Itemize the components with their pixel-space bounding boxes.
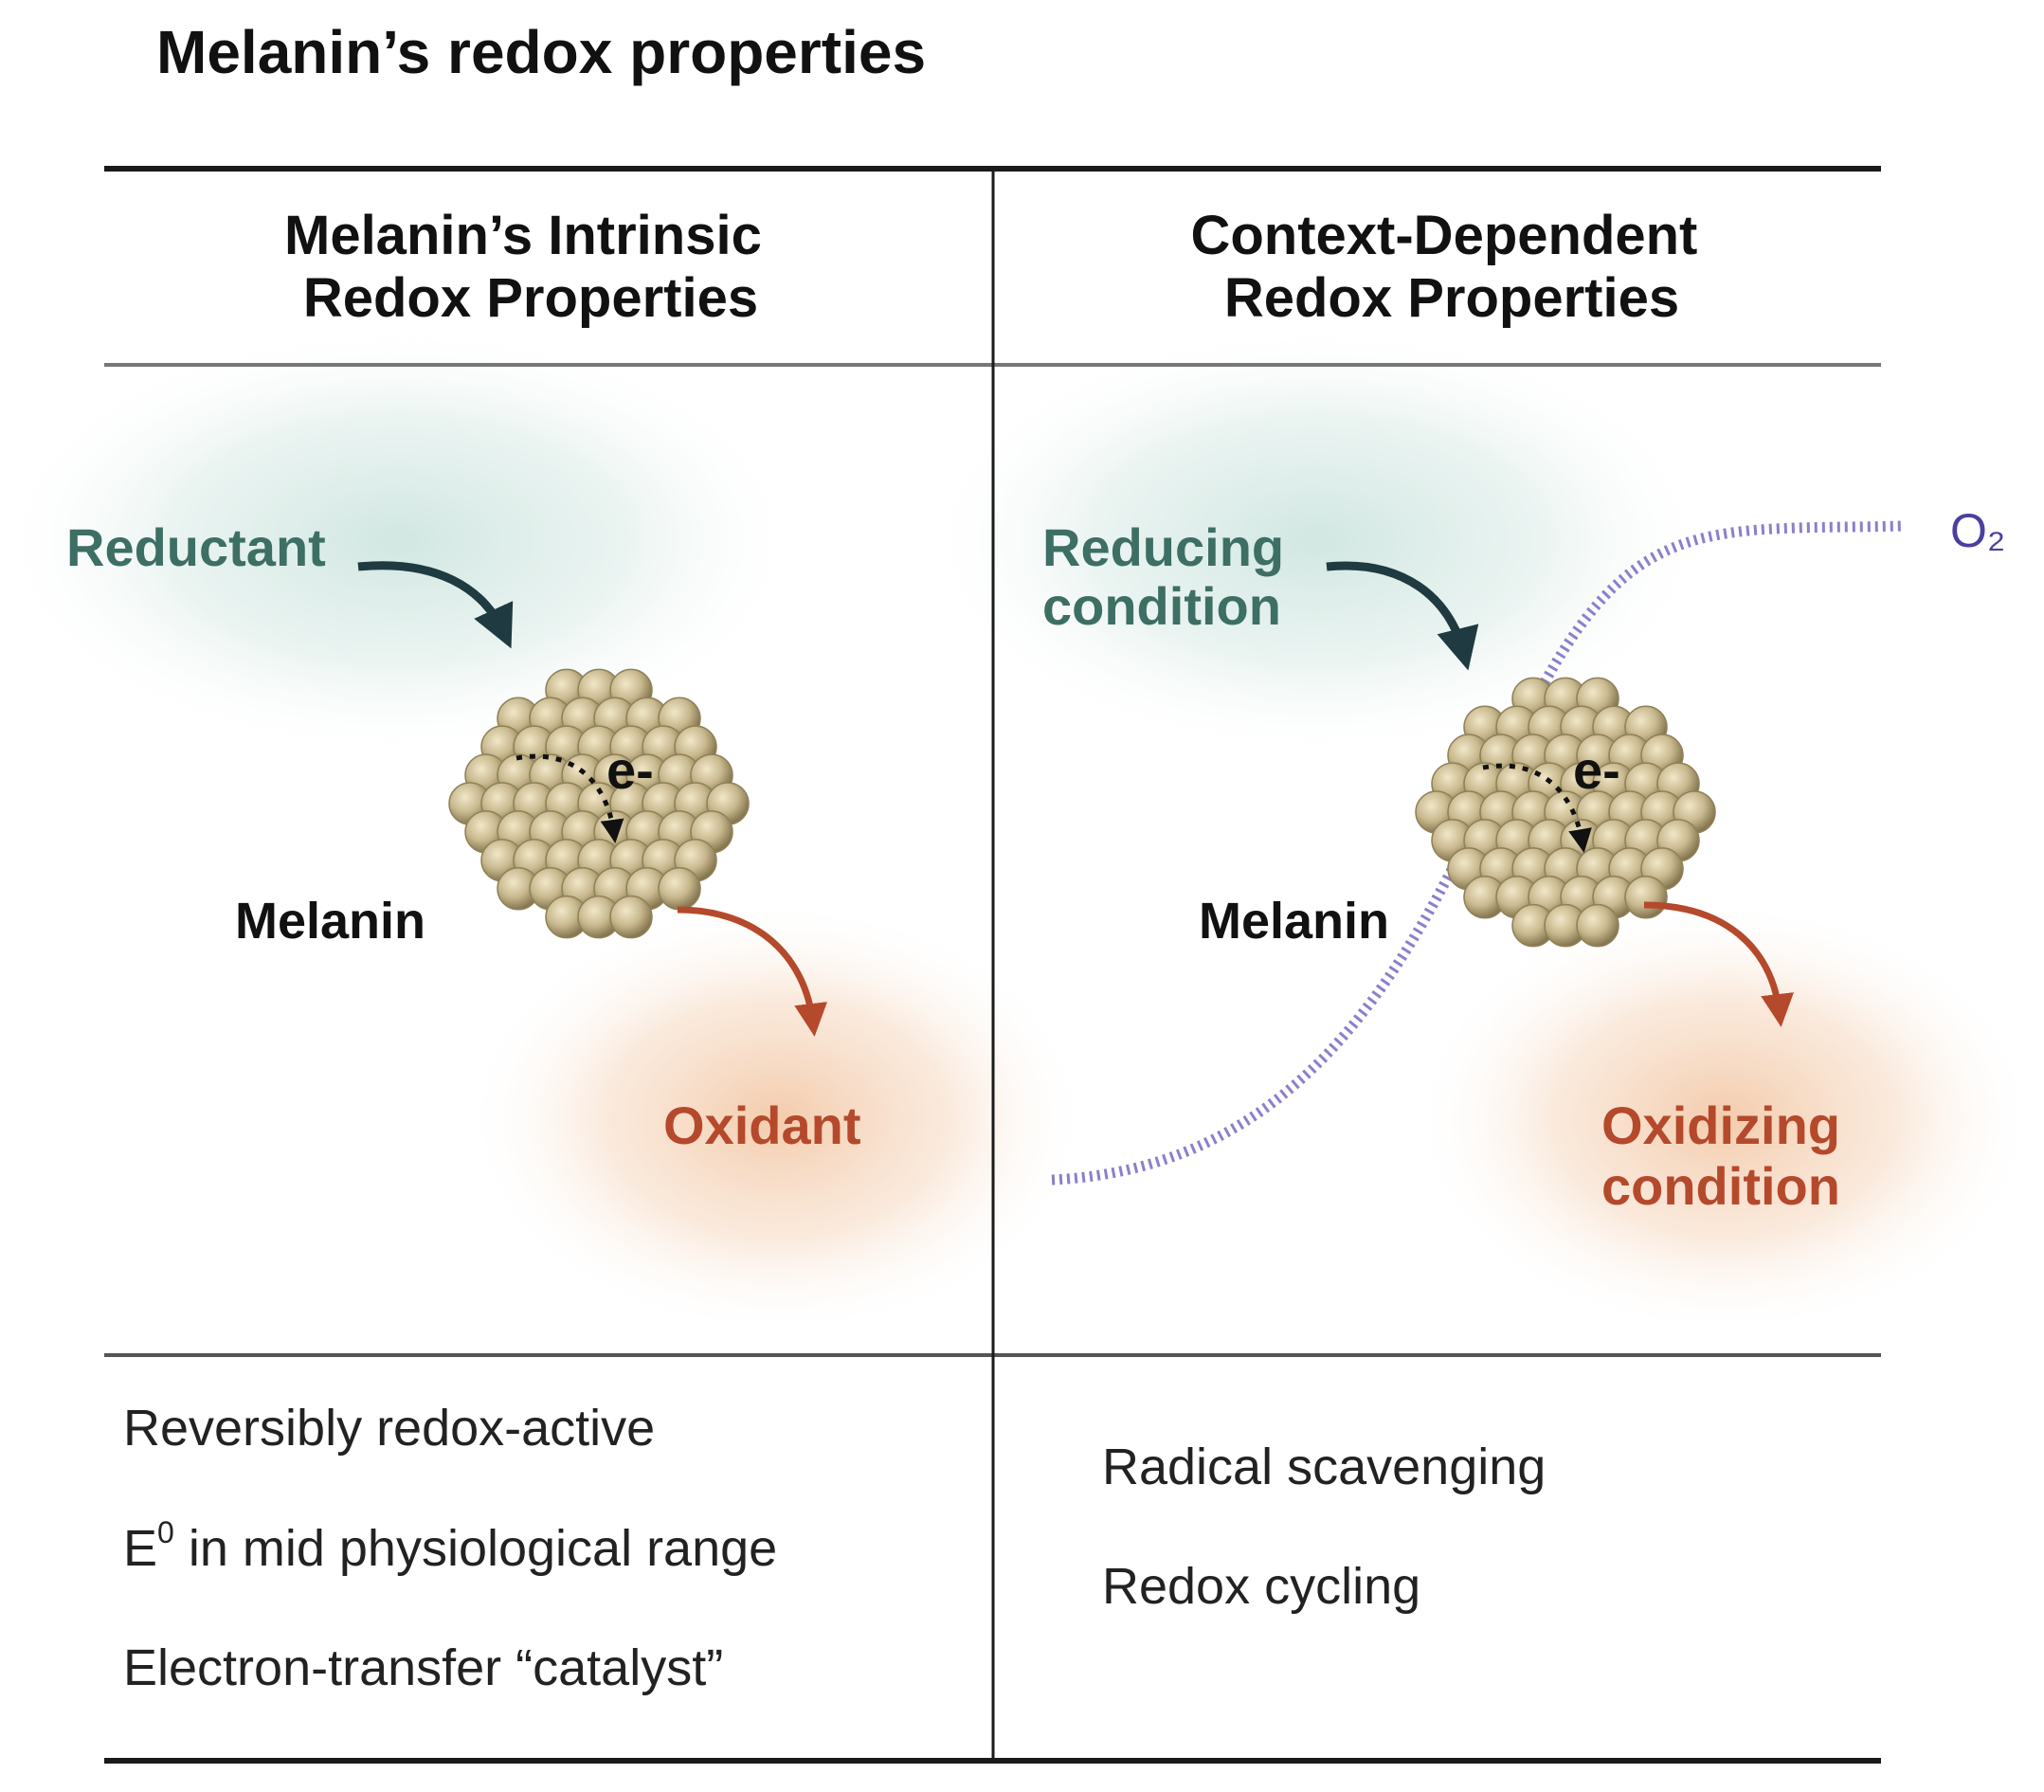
melanin-sphere [1624, 876, 1668, 919]
oxidant-arrow [677, 906, 827, 1037]
property-context-1: Radical scavenging [1102, 1439, 1546, 1495]
melanin-label-left: Melanin [235, 893, 425, 950]
oxidizing-condition-line-2: condition [1601, 1156, 1840, 1216]
melanin-sphere [658, 867, 701, 911]
melanin-sphere [1576, 903, 1619, 948]
reductant-glow-left [0, 322, 805, 758]
reductant-glow-right [919, 322, 1715, 758]
oxygen-label: O₂ [1950, 504, 2005, 557]
reducing-condition-arrow [1326, 561, 1479, 671]
reducing-condition-line-2: condition [1042, 576, 1281, 636]
column-header-intrinsic: Melanin’s Intrinsic Redox Properties [284, 205, 777, 329]
property-intrinsic-2: E0 in mid physiological range [123, 1515, 777, 1577]
property-intrinsic-3: Electron-transfer “catalyst” [123, 1639, 723, 1696]
oxidant-glow-right [1412, 900, 2037, 1336]
melanin-sphere [609, 895, 653, 939]
column-header-intrinsic-line-1: Melanin’s Intrinsic [284, 205, 762, 266]
reductant-arrow [357, 561, 514, 649]
electron-transfer-arrow-left [516, 753, 624, 843]
property-intrinsic-2-rest: in mid physiological range [174, 1520, 777, 1577]
column-header-context-line-1: Context-Dependent [1190, 205, 1697, 266]
electron-transfer-arrow-right [1482, 763, 1592, 853]
reducing-condition-label: Reducing condition [1042, 517, 1299, 636]
property-intrinsic-2-superscript: 0 [157, 1515, 174, 1549]
melanin-particle-left [448, 668, 750, 939]
figure-title: Melanin’s redox properties [156, 18, 926, 86]
melanin-label-right: Melanin [1199, 893, 1389, 950]
column-header-context-line-2: Redox Properties [1224, 267, 1679, 329]
electron-label-left: e- [606, 740, 654, 800]
reductant-label: Reductant [66, 517, 326, 577]
oxidant-label: Oxidant [663, 1095, 860, 1155]
property-context-2: Redox cycling [1102, 1558, 1420, 1615]
property-intrinsic-1: Reversibly redox-active [123, 1400, 655, 1457]
oxidizing-condition-line-1: Oxidizing [1601, 1095, 1840, 1155]
oxidant-glow-left [464, 900, 1090, 1336]
oxidizing-condition-label: Oxidizing condition [1601, 1095, 1855, 1216]
property-intrinsic-2-symbol: E [123, 1520, 157, 1577]
melanin-particle-right [1415, 677, 1716, 948]
electron-label-right: e- [1573, 740, 1620, 800]
column-header-context: Context-Dependent Redox Properties [1190, 205, 1712, 329]
oxidizing-condition-arrow [1643, 901, 1794, 1027]
reducing-condition-line-1: Reducing [1042, 517, 1284, 577]
column-header-intrinsic-line-2: Redox Properties [303, 267, 758, 329]
